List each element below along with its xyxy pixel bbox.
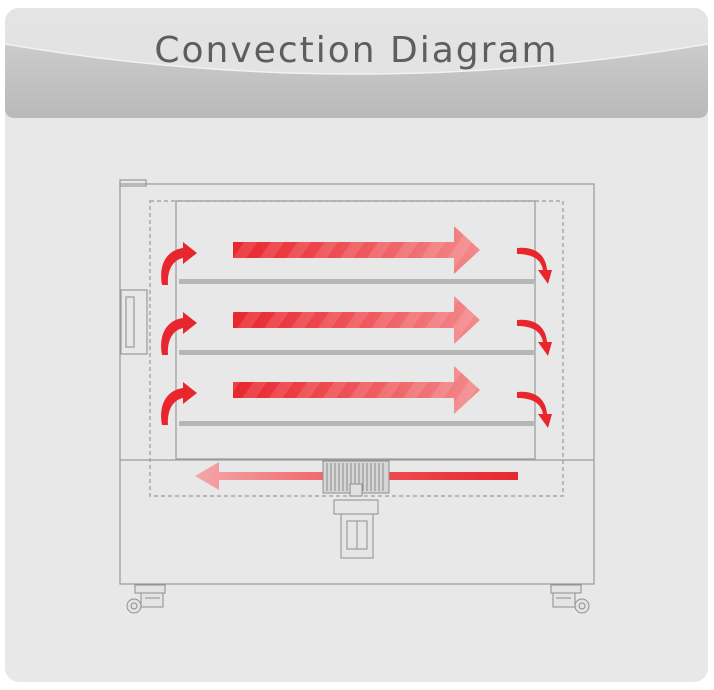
shelves bbox=[179, 279, 534, 426]
entry-arrow-2 bbox=[161, 312, 197, 355]
caster-right bbox=[550, 584, 590, 614]
exit-arrow-3 bbox=[517, 391, 552, 428]
diagram-card: Convection Diagram bbox=[5, 8, 708, 682]
shelf-2 bbox=[179, 350, 534, 355]
cabinet-outline bbox=[119, 183, 595, 585]
page-title: Convection Diagram bbox=[154, 30, 559, 71]
airflow-arrow-1 bbox=[233, 226, 480, 274]
heating-fan bbox=[322, 460, 390, 559]
airflow-arrows bbox=[233, 226, 480, 414]
entry-arrow-3 bbox=[161, 382, 197, 425]
oven-chamber bbox=[175, 200, 536, 460]
caster-left bbox=[126, 584, 166, 614]
header-banner bbox=[5, 8, 708, 118]
convection-diagram bbox=[119, 179, 595, 614]
shelf-3 bbox=[179, 421, 534, 426]
airflow-arrow-2 bbox=[233, 296, 480, 344]
airflow-arrow-3 bbox=[233, 366, 480, 414]
entry-arrow-1 bbox=[161, 242, 197, 285]
shelf-1 bbox=[179, 279, 534, 284]
door-handle bbox=[120, 289, 148, 355]
exit-arrows bbox=[517, 247, 552, 428]
exit-arrow-1 bbox=[517, 247, 552, 284]
entry-arrows bbox=[161, 242, 197, 425]
airflow-boundary bbox=[149, 200, 564, 497]
door-top-hinge bbox=[119, 179, 147, 187]
exit-arrow-2 bbox=[517, 319, 552, 356]
